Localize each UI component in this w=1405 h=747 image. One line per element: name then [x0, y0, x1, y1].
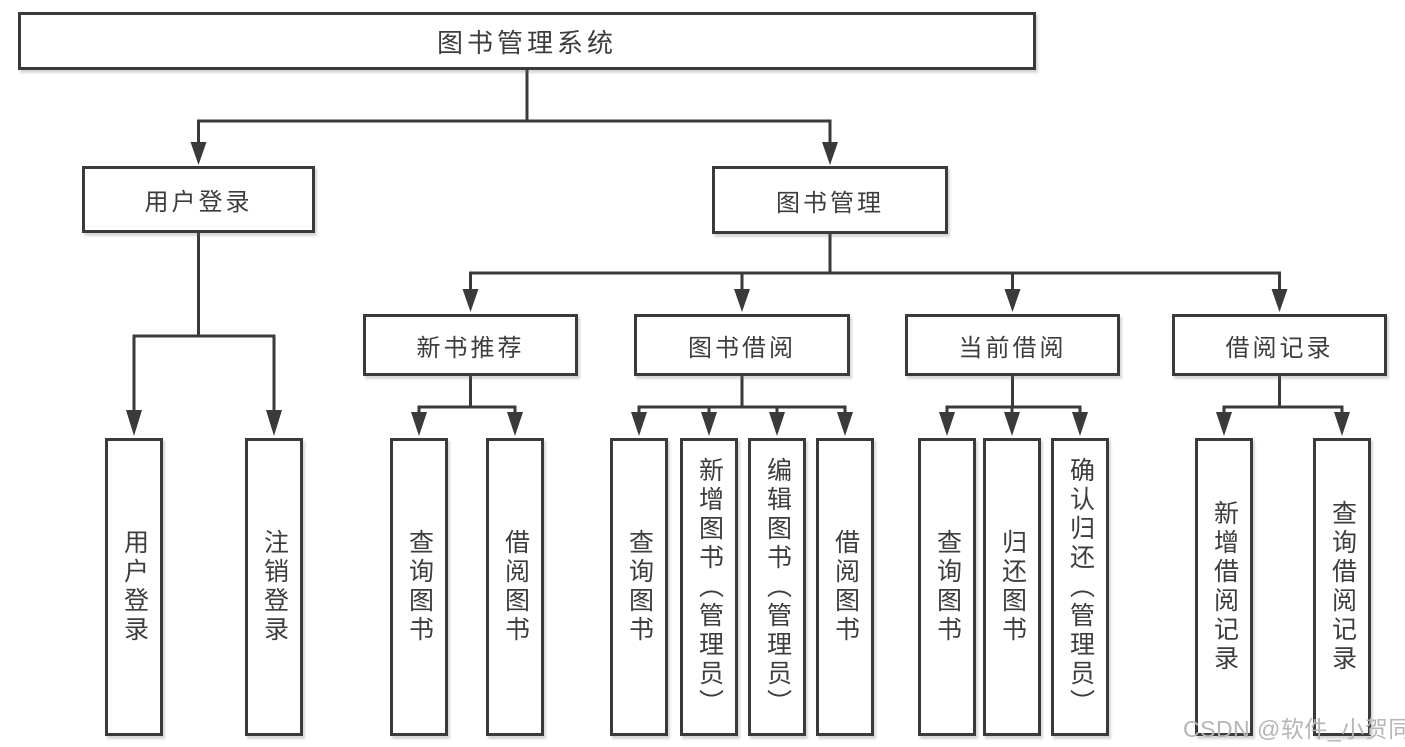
leaf-label: 归还图书 [998, 529, 1027, 645]
node-library-management-system: 图书管理系统 [18, 12, 1036, 70]
connector-records-to-leaves [1216, 374, 1350, 436]
connector-borrowing-to-leaves [631, 374, 853, 436]
node-label: 图书借阅 [688, 334, 796, 362]
node-user-login: 用户登录 [82, 166, 315, 233]
leaf-label: 查询图书 [405, 529, 434, 645]
leaf-add-book-admin: 新增图书（管理员） [680, 438, 738, 736]
node-label: 图书管理 [776, 189, 884, 217]
leaf-label: 借阅图书 [831, 529, 860, 645]
leaf-user-login: 用户登录 [105, 438, 163, 736]
leaf-query-books-current: 查询图书 [918, 438, 976, 736]
leaf-label: 编辑图书（管理员） [763, 456, 792, 718]
arrowhead-icon [126, 410, 142, 436]
leaf-label: 新增图书（管理员） [695, 456, 724, 718]
arrowhead-icon [1271, 289, 1288, 312]
node-borrowing-records: 借阅记录 [1172, 314, 1387, 376]
leaf-label: 查询借阅记录 [1328, 500, 1357, 674]
node-new-book-recommend: 新书推荐 [363, 314, 578, 376]
connector-current-to-leaves [939, 374, 1088, 436]
node-label: 用户登录 [144, 189, 253, 216]
arrowhead-icon [190, 142, 207, 165]
leaf-query-books-recommend: 查询图书 [390, 438, 448, 736]
node-label: 图书管理系统 [436, 27, 617, 58]
leaf-return-books: 归还图书 [983, 438, 1041, 736]
arrowhead-icon [266, 410, 282, 436]
leaf-logout: 注销登录 [245, 438, 303, 736]
leaf-borrow-books-recommend: 借阅图书 [486, 438, 544, 736]
arrowhead-icon [507, 412, 523, 436]
leaf-label: 新增借阅记录 [1210, 500, 1239, 674]
connector-bookmgmt-to-level3 [462, 232, 1288, 312]
arrowhead-icon [462, 289, 479, 312]
arrowhead-icon [837, 412, 853, 436]
node-book-borrowing: 图书借阅 [634, 314, 850, 376]
connector-newbooks-to-leaves [411, 374, 523, 436]
leaf-query-books-borrowing: 查询图书 [610, 438, 668, 736]
leaf-edit-book-admin: 编辑图书（管理员） [748, 438, 806, 736]
leaf-confirm-return-admin: 确认归还（管理员） [1051, 438, 1109, 736]
arrowhead-icon [734, 289, 750, 312]
leaf-label: 查询图书 [625, 529, 654, 645]
leaf-label: 查询图书 [933, 529, 962, 645]
arrowhead-icon [822, 142, 838, 165]
connector-root-to-level2 [190, 68, 838, 165]
arrowhead-icon [1072, 412, 1088, 436]
arrowhead-icon [411, 412, 427, 436]
arrowhead-icon [1004, 412, 1020, 436]
arrowhead-icon [769, 412, 785, 436]
arrowhead-icon [939, 412, 955, 436]
watermark: CSDN @软件_小贺同学 [1183, 716, 1405, 742]
node-label: 借阅记录 [1225, 334, 1334, 362]
arrowhead-icon [701, 412, 717, 436]
leaf-borrow-books-borrowing: 借阅图书 [816, 438, 874, 736]
node-label: 当前借阅 [958, 334, 1067, 362]
leaf-label: 注销登录 [260, 529, 289, 645]
leaf-label: 用户登录 [120, 529, 149, 645]
leaf-label: 借阅图书 [501, 529, 530, 645]
leaf-add-borrow-record: 新增借阅记录 [1195, 438, 1253, 736]
connector-userlogin-to-leaves [126, 231, 282, 436]
node-label: 新书推荐 [416, 334, 525, 362]
node-book-management: 图书管理 [712, 166, 948, 234]
node-current-borrowing: 当前借阅 [905, 314, 1120, 376]
leaf-query-borrow-record: 查询借阅记录 [1313, 438, 1371, 736]
arrowhead-icon [1334, 412, 1350, 436]
arrowhead-icon [631, 412, 647, 436]
arrowhead-icon [1004, 289, 1021, 312]
leaf-label: 确认归还（管理员） [1066, 456, 1095, 718]
arrowhead-icon [1216, 412, 1232, 436]
